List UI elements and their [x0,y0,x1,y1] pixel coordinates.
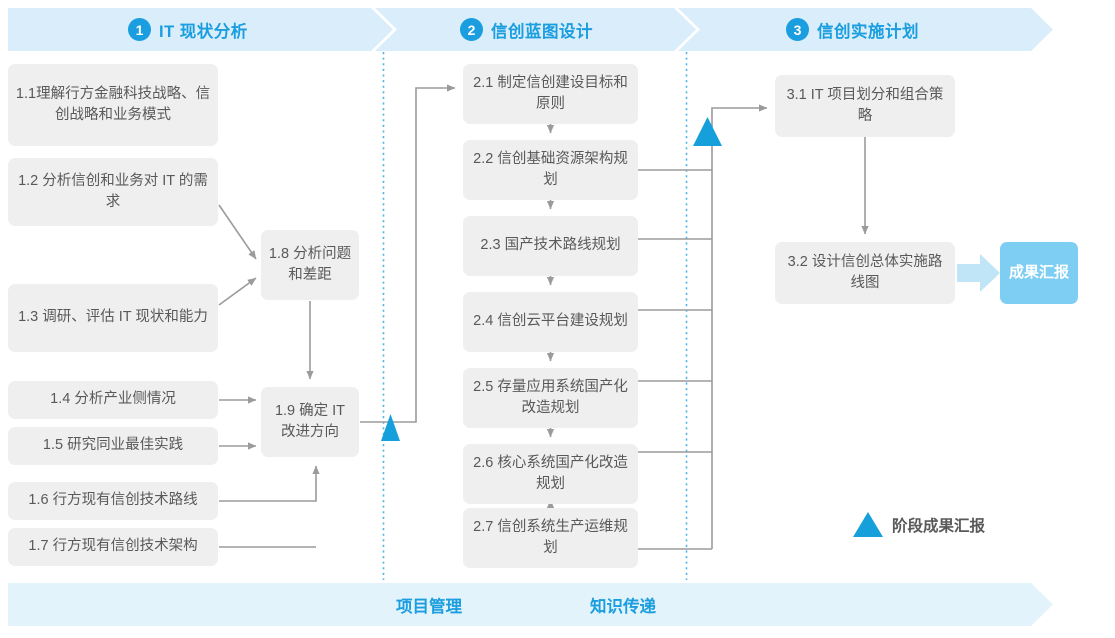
footer-band [8,583,1053,626]
process-box-1-5[interactable]: 1.5 研究同业最佳实践 [8,427,218,465]
process-box-1-7-label: 1.7 行方现有信创技术架构 [28,538,198,555]
process-box-2-2[interactable]: 2.2 信创基础资源架构规划 [463,140,638,200]
footer-label-knowledge-transfer: 知识传递 [590,583,656,626]
legend-label: 阶段成果汇报 [892,517,986,535]
process-box-1-4[interactable]: 1.4 分析产业侧情况 [8,381,218,419]
process-box-1-8-label: 1.8 分析问题和差距 [268,245,352,283]
process-box-1-1[interactable]: 1.1理解行方金融科技战略、信创战略和业务模式 [8,64,218,146]
process-box-2-1-label: 2.1 制定信创建设目标和原则 [473,74,628,112]
link-1-6-to-1-9 [219,465,320,502]
process-box-1-8[interactable]: 1.8 分析问题和差距 [261,230,359,300]
process-box-1-6[interactable]: 1.6 行方现有信创技术路线 [8,482,218,520]
process-box-2-6-label: 2.6 核心系统国产化改造规划 [473,454,628,492]
phase-title-3: 3 信创实施计划 [786,8,919,51]
phase-label-1: IT 现状分析 [159,22,248,41]
process-box-1-1-label: 1.1理解行方金融科技战略、信创战略和业务模式 [15,85,211,123]
process-box-3-2-label: 3.2 设计信创总体实施路线图 [787,253,943,291]
process-box-2-4-label: 2.4 信创云平台建设规划 [473,313,628,330]
process-box-1-7[interactable]: 1.7 行方现有信创技术架构 [8,528,218,566]
process-box-2-3[interactable]: 2.3 国产技术路线规划 [463,216,638,276]
link-1-3-to-1-8 [218,277,257,306]
process-box-3-2[interactable]: 3.2 设计信创总体实施路线图 [775,242,955,304]
link-bus-to-3-1 [711,104,768,146]
phase-number-3: 3 [786,18,809,41]
footer-label-1-text: 知识传递 [590,597,656,616]
process-box-2-4[interactable]: 2.4 信创云平台建设规划 [463,292,638,352]
process-box-3-1-label: 3.1 IT 项目划分和组合策略 [786,86,944,124]
footer-label-project-management: 项目管理 [396,583,462,626]
process-box-1-5-label: 1.5 研究同业最佳实践 [42,437,184,454]
process-box-3-1[interactable]: 3.1 IT 项目划分和组合策略 [775,75,955,137]
process-box-1-9-label: 1.9 确定 IT 改进方向 [274,402,346,440]
phase-number-2: 2 [460,18,483,41]
process-box-2-6[interactable]: 2.6 核心系统国产化改造规划 [463,444,638,504]
process-box-2-7-label: 2.7 信创系统生产运维规划 [473,518,628,556]
legend: 阶段成果汇报 [853,512,985,537]
process-box-2-2-label: 2.2 信创基础资源架构规划 [473,150,628,188]
milestone-triangle-icon [853,512,883,537]
phase-title-2: 2 信创蓝图设计 [460,8,593,51]
milestone-triangle-phase1 [381,414,400,441]
phase-title-1: 1 IT 现状分析 [128,8,248,51]
process-box-2-5[interactable]: 2.5 存量应用系统国产化改造规划 [463,368,638,428]
process-box-2-3-label: 2.3 国产技术路线规划 [480,237,621,254]
process-box-1-2-label: 1.2 分析信创和业务对 IT 的需求 [18,172,208,210]
process-box-1-6-label: 1.6 行方现有信创技术路线 [28,492,198,509]
process-box-1-2[interactable]: 1.2 分析信创和业务对 IT 的需求 [8,158,218,226]
milestone-triangle-phase2 [693,117,722,146]
process-box-1-3-label: 1.3 调研、评估 IT 现状和能力 [18,309,208,326]
link-1-9-to-2-1 [360,84,456,423]
process-box-1-9[interactable]: 1.9 确定 IT 改进方向 [261,387,359,457]
link-1-2-to-1-8 [218,204,257,260]
phase-label-3: 信创实施计划 [817,22,919,41]
process-box-2-7[interactable]: 2.7 信创系统生产运维规划 [463,508,638,568]
phase-label-2: 信创蓝图设计 [491,22,593,41]
process-box-1-4-label: 1.4 分析产业侧情况 [50,391,176,408]
footer-label-0-text: 项目管理 [396,597,462,616]
result-box-label: 成果汇报 [1008,263,1069,281]
phase-number-1: 1 [128,18,151,41]
process-box-2-5-label: 2.5 存量应用系统国产化改造规划 [473,378,628,416]
result-box[interactable]: 成果汇报 [1000,242,1078,304]
process-box-1-3[interactable]: 1.3 调研、评估 IT 现状和能力 [8,284,218,352]
process-box-2-1[interactable]: 2.1 制定信创建设目标和原则 [463,64,638,124]
result-arrow-icon [957,254,1000,292]
